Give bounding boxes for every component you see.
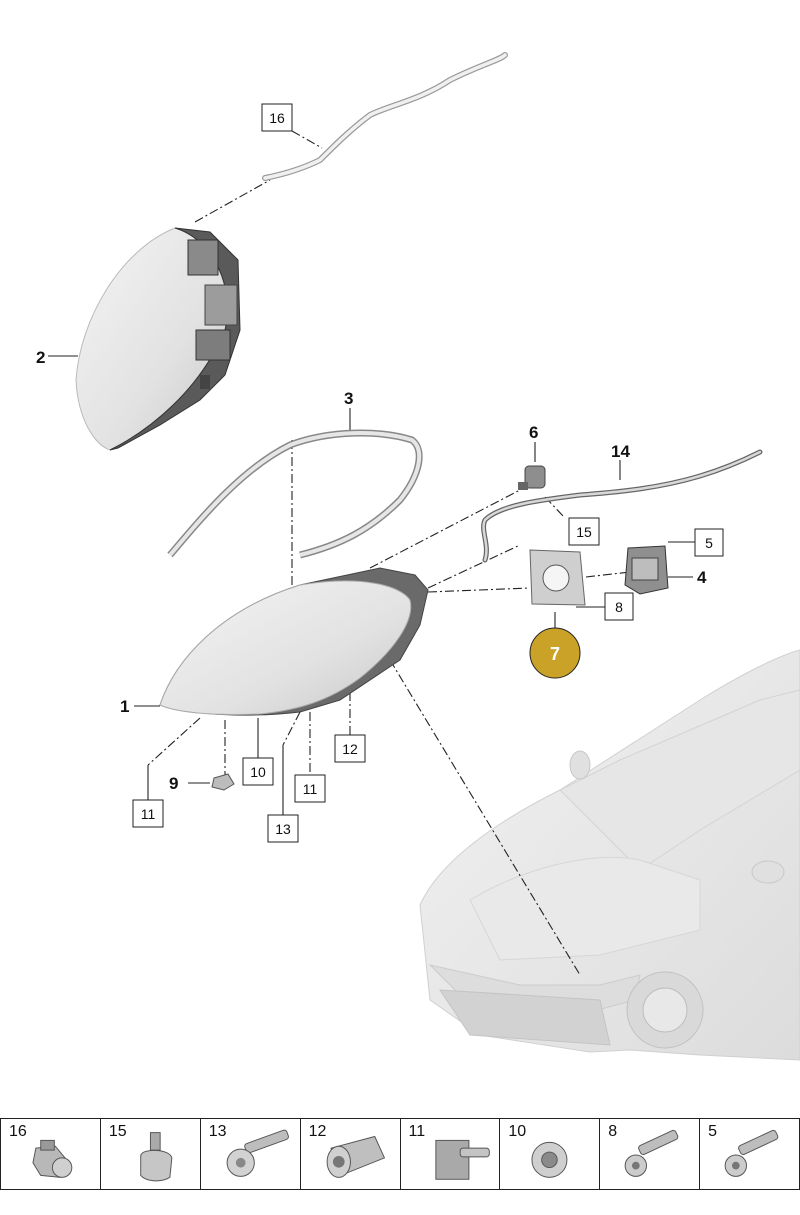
svg-text:11: 11 xyxy=(141,806,156,822)
label-14: 14 xyxy=(611,442,630,461)
box-label-5: 5 xyxy=(694,528,724,557)
cable-clip-icon xyxy=(32,1139,73,1178)
part-cell-12[interactable]: 12 xyxy=(301,1119,401,1189)
box-label-10: 10 xyxy=(242,757,274,786)
part-number: 10 xyxy=(508,1123,527,1140)
box-label-12: 12 xyxy=(334,734,366,763)
part-number: 11 xyxy=(408,1123,426,1140)
part-number: 5 xyxy=(708,1123,718,1140)
part-cell-15[interactable]: 15 xyxy=(101,1119,201,1189)
callout-7-circle[interactable] xyxy=(529,627,581,679)
leader-lines xyxy=(147,130,631,976)
part-cell-11[interactable]: 11 xyxy=(401,1119,501,1189)
svg-text:11: 11 xyxy=(303,781,318,797)
screw-icon xyxy=(226,1129,289,1177)
bracket-part-7 xyxy=(529,549,586,606)
box-label-16: 16 xyxy=(261,103,293,132)
part-cell-16[interactable]: 16 xyxy=(1,1119,101,1189)
part-number: 16 xyxy=(9,1123,27,1140)
box-label-8: 8 xyxy=(604,592,634,621)
svg-text:10: 10 xyxy=(250,764,266,780)
svg-text:13: 13 xyxy=(275,821,291,837)
wiring-harness xyxy=(481,449,763,563)
box-label-11-right: 11 xyxy=(294,774,326,803)
label-3: 3 xyxy=(344,389,353,408)
label-4: 4 xyxy=(697,568,707,587)
headlight-lens xyxy=(159,567,429,716)
callout-7-number: 7 xyxy=(550,644,560,664)
parts-strip: 16 15 13 12 11 xyxy=(0,1118,800,1190)
hose-clip-icon xyxy=(140,1132,173,1182)
exploded-parts-diagram: 2 3 6 14 4 1 9 16 15 5 8 12 10 xyxy=(36,52,800,1061)
box-label-15: 15 xyxy=(568,517,600,546)
part-number: 13 xyxy=(208,1123,227,1140)
solid-leaders xyxy=(48,355,695,815)
label-6: 6 xyxy=(529,423,538,442)
svg-text:16: 16 xyxy=(269,110,285,126)
highlighted-callout-7[interactable]: 7 xyxy=(529,627,581,679)
part-cell-5[interactable]: 5 xyxy=(700,1119,799,1189)
part-cell-8[interactable]: 8 xyxy=(600,1119,701,1189)
boxed-labels: 16 15 5 8 12 10 11 11 xyxy=(132,103,724,843)
part-cell-13[interactable]: 13 xyxy=(201,1119,301,1189)
svg-text:12: 12 xyxy=(342,741,358,757)
label-1: 1 xyxy=(120,697,129,716)
car-illustration xyxy=(419,649,800,1061)
callout-labels: 2 3 6 14 4 1 9 xyxy=(36,348,707,793)
label-2: 2 xyxy=(36,348,45,367)
svg-text:8: 8 xyxy=(615,599,623,615)
washer-hose xyxy=(262,52,508,181)
box-label-11-left: 11 xyxy=(132,799,164,828)
bolt-icon xyxy=(724,1129,779,1177)
connector-part-6 xyxy=(518,465,546,490)
control-unit-part-4 xyxy=(624,545,669,595)
label-9: 9 xyxy=(169,774,178,793)
part-cell-10[interactable]: 10 xyxy=(500,1119,601,1189)
grommet-icon xyxy=(531,1141,568,1178)
nut-part-9 xyxy=(211,773,235,791)
part-number: 15 xyxy=(108,1123,127,1140)
part-number: 8 xyxy=(608,1123,618,1140)
part-number: 12 xyxy=(308,1123,327,1140)
box-label-13: 13 xyxy=(267,814,299,843)
bolt-icon xyxy=(624,1129,679,1177)
headlight-assembly-side xyxy=(75,227,241,451)
sleeve-nut-icon xyxy=(326,1135,385,1178)
plate-screw-icon xyxy=(434,1139,490,1180)
headlight-seal xyxy=(167,429,423,559)
svg-text:5: 5 xyxy=(705,535,713,551)
svg-text:15: 15 xyxy=(576,524,592,540)
